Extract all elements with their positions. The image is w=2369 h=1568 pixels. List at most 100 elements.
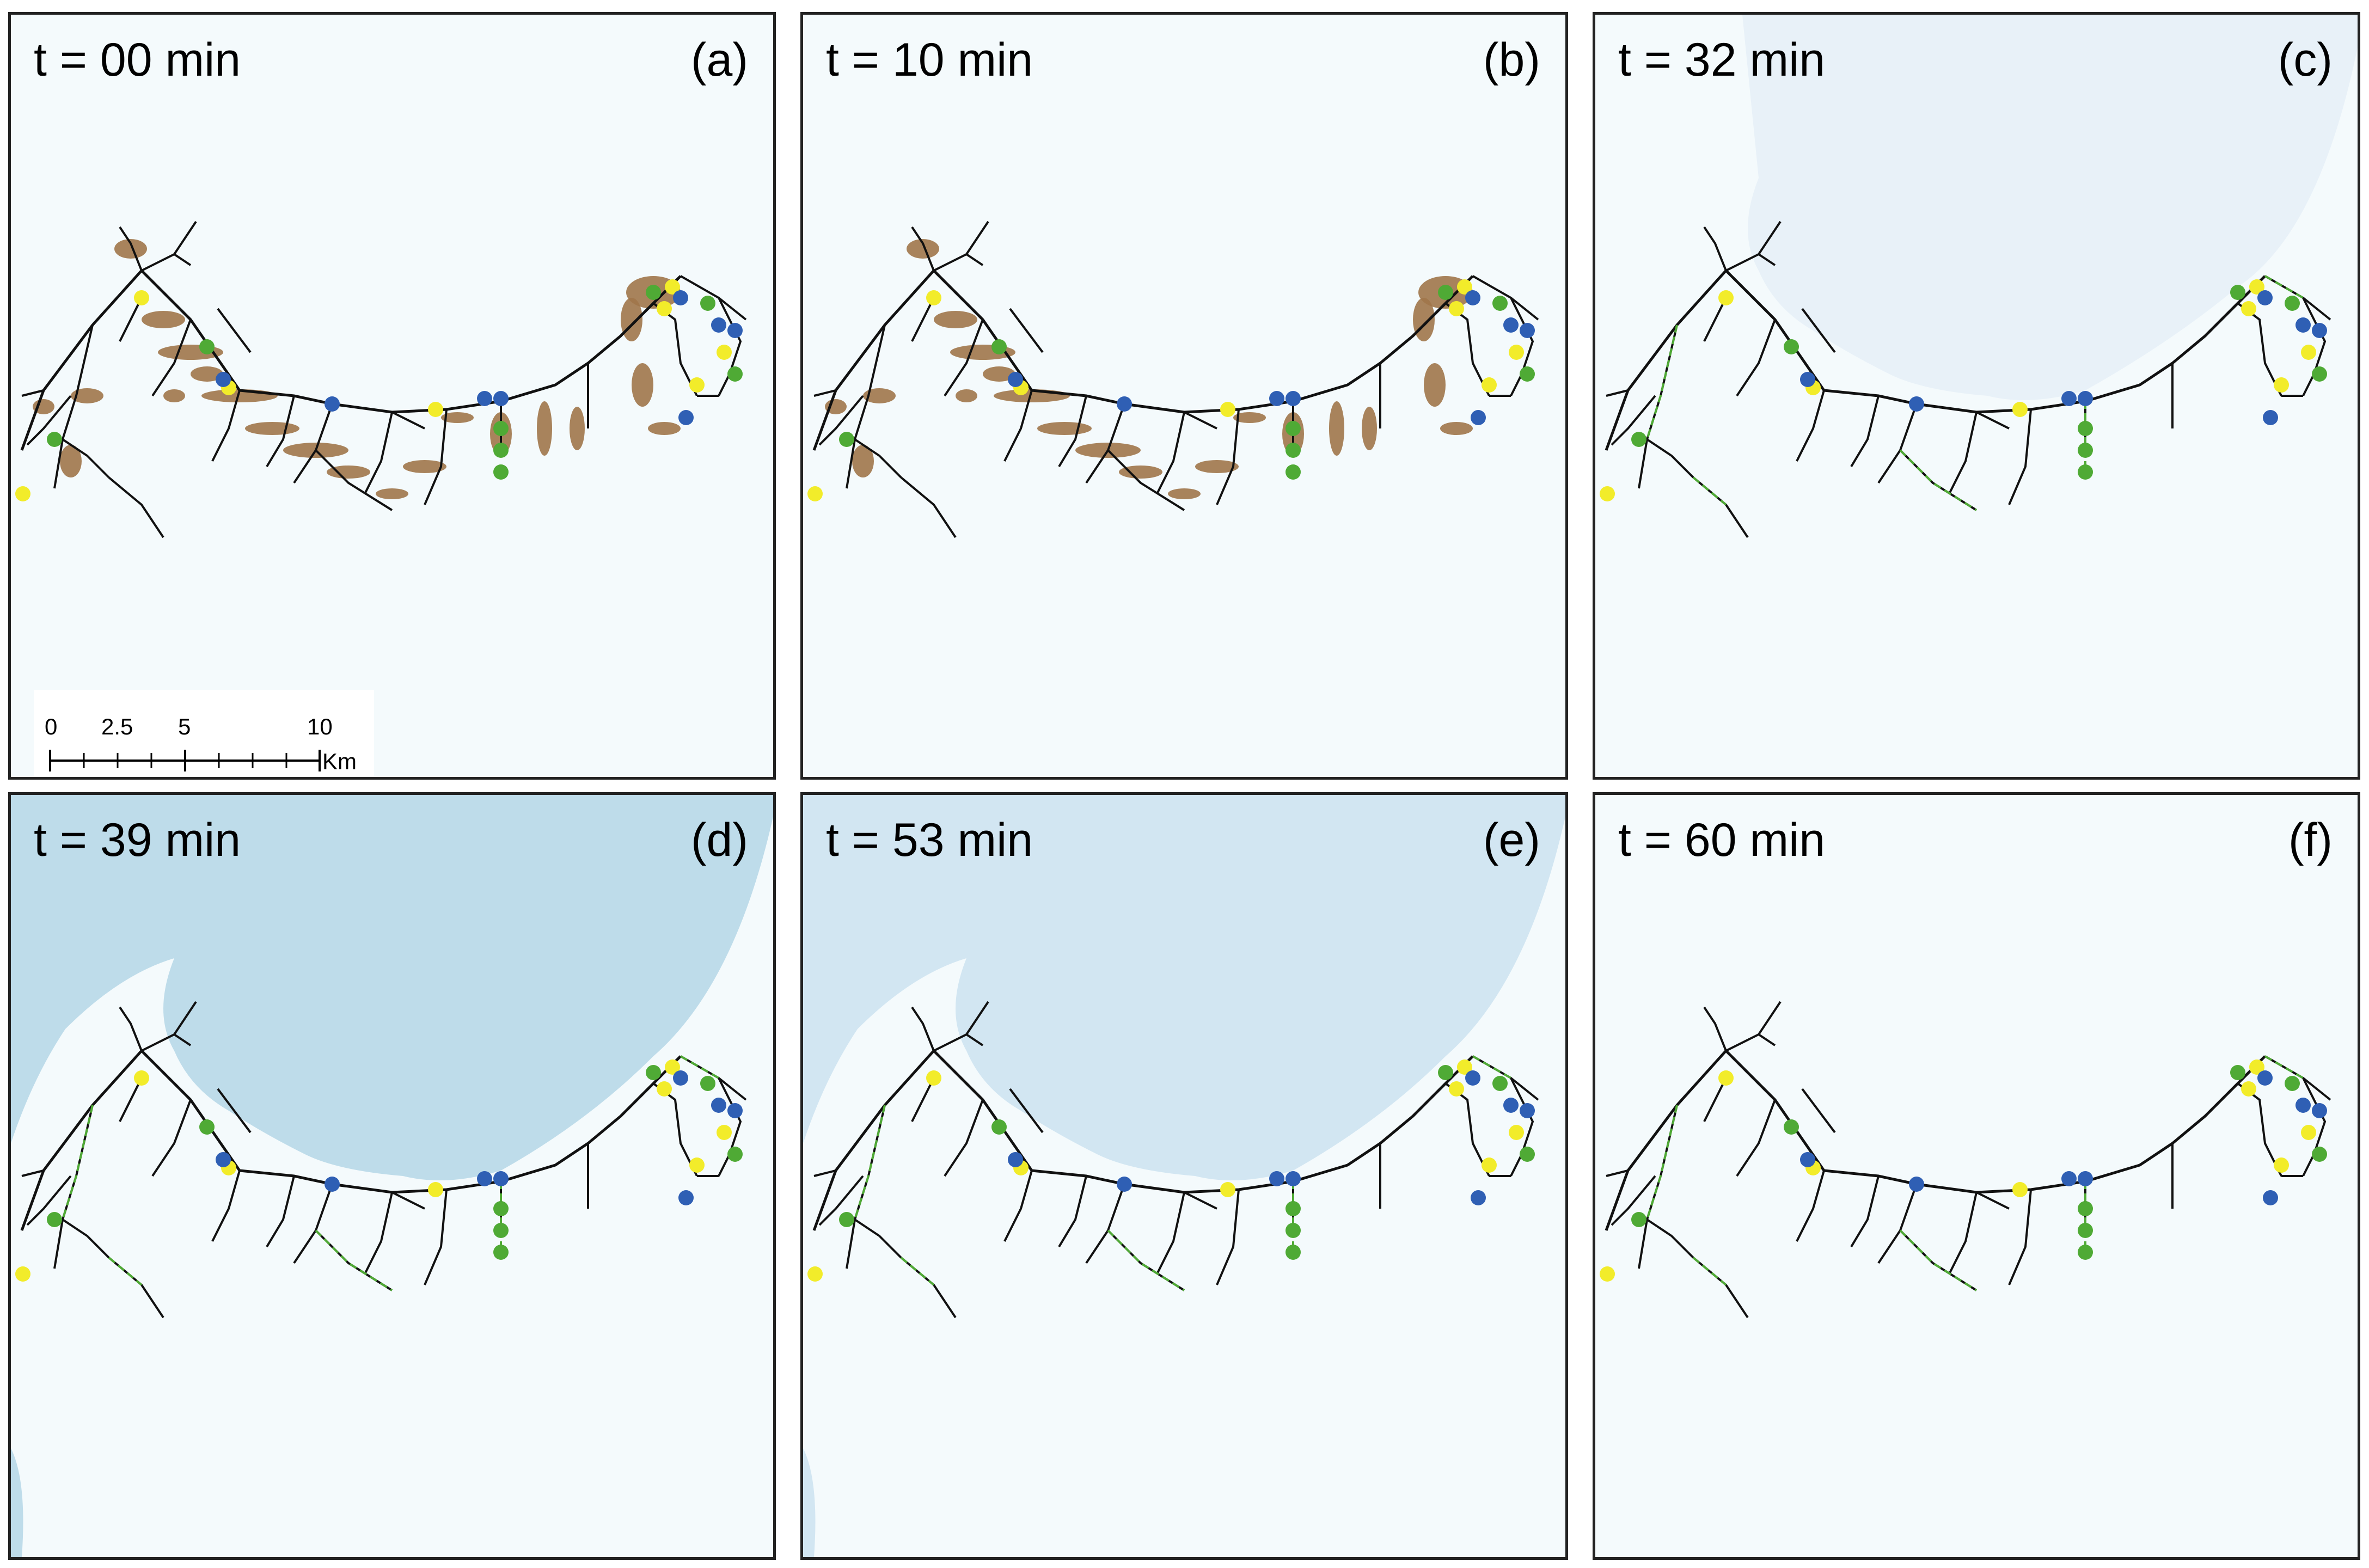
shelter-node-blue <box>2257 1070 2273 1086</box>
road-segment <box>1184 1191 1217 1210</box>
panel-letter: (c) <box>2278 34 2333 86</box>
road-segment <box>944 1099 984 1177</box>
evacuation-route <box>1107 1229 1185 1291</box>
scale-tick-2-5: 2.5 <box>101 714 133 739</box>
shelter-node-green <box>839 432 854 447</box>
map-svg <box>1600 1001 2331 1319</box>
shelter-node-green <box>2230 1065 2245 1080</box>
time-label: t = 60 min <box>1618 814 1826 866</box>
road-segment <box>911 297 935 342</box>
road-segment <box>1850 1175 1880 1248</box>
shelter-node-green <box>493 421 509 436</box>
panel-letter: (b) <box>1483 34 1540 86</box>
building-cluster <box>245 422 299 435</box>
building-cluster <box>1168 488 1201 499</box>
road-segment <box>1692 476 1749 538</box>
shelter-node-blue <box>1909 396 1924 412</box>
evacuation-route <box>1692 476 1727 506</box>
scale-tick-5: 5 <box>178 714 191 739</box>
shelter-node-yellow <box>1457 1059 1472 1075</box>
shelter-node-yellow <box>15 486 30 501</box>
shelter-node-green <box>646 285 661 300</box>
shelter-node-blue <box>711 317 726 333</box>
road-segment <box>1606 1169 1629 1177</box>
shelter-node-blue <box>1520 1103 1535 1118</box>
road-segment <box>26 395 72 446</box>
building-cluster <box>1440 422 1473 435</box>
road-segment <box>119 1006 143 1051</box>
shelter-node-yellow <box>1220 402 1235 417</box>
shelter-node-blue <box>1285 1171 1301 1186</box>
shelter-node-green <box>1784 1119 1799 1135</box>
evacuation-route <box>1646 324 1678 440</box>
building-cluster <box>632 363 653 407</box>
road-segment <box>62 438 110 479</box>
shelter-node-green <box>493 1245 509 1260</box>
shelter-node-blue <box>2312 323 2327 338</box>
building-cluster <box>983 366 1015 382</box>
road-segment <box>944 319 984 397</box>
road-segment <box>1948 1192 1978 1275</box>
shelter-node-green <box>1492 1076 1508 1091</box>
road-segment <box>151 319 192 397</box>
shelter-node-blue <box>1800 372 1815 387</box>
road-segment <box>1976 411 2010 430</box>
evacuation-route <box>1692 1257 1727 1286</box>
building-cluster <box>907 239 939 259</box>
shelter-node-blue <box>1465 290 1480 305</box>
road-segment <box>1216 409 1240 505</box>
shelter-node-blue <box>1008 372 1023 387</box>
shelter-node-blue <box>2061 1171 2077 1186</box>
shelter-node-yellow <box>807 486 823 501</box>
shelter-node-yellow <box>1220 1182 1235 1197</box>
road-segment <box>1646 438 1694 479</box>
shelter-node-blue <box>493 1171 509 1186</box>
shelter-node-green <box>646 1065 661 1080</box>
shelter-node-blue <box>711 1098 726 1113</box>
road-segment <box>900 476 957 538</box>
scale-tick-0: 0 <box>45 714 58 739</box>
building-cluster <box>1119 465 1162 479</box>
shelter-node-green <box>2312 1147 2327 1162</box>
road-segment <box>108 476 164 538</box>
shelter-node-blue <box>477 391 492 406</box>
shelter-node-yellow <box>1457 279 1472 295</box>
road-segment <box>818 395 864 446</box>
shelter-node-blue <box>1503 317 1519 333</box>
shelter-node-blue <box>1503 1098 1519 1113</box>
shelter-node-blue <box>493 391 509 406</box>
road-segment <box>1850 395 1880 468</box>
shelter-node-green <box>1438 285 1453 300</box>
shelter-node-blue <box>216 372 231 387</box>
shelter-node-yellow <box>657 1081 672 1097</box>
shelter-node-yellow <box>428 402 443 417</box>
shelter-node-blue <box>1471 1190 1486 1205</box>
shelter-node-yellow <box>1449 301 1464 316</box>
road-segment <box>2302 1077 2331 1101</box>
shelter-node-yellow <box>665 1059 680 1075</box>
shelter-node-blue <box>2257 290 2273 305</box>
road-segment <box>364 1192 393 1275</box>
shelter-node-green <box>199 339 215 354</box>
panel-letter: (d) <box>690 814 748 866</box>
road-segment <box>315 449 393 511</box>
road-segment <box>266 1175 295 1248</box>
evacuation-route <box>1899 1229 1978 1291</box>
shelter-node-green <box>199 1119 215 1135</box>
shelter-node-yellow <box>134 290 149 305</box>
shelter-node-yellow <box>1482 1157 1497 1173</box>
map-panel-b: t = 10 min (b) <box>800 12 1568 780</box>
shelter-node-yellow <box>134 1070 149 1086</box>
road-segment <box>813 389 836 397</box>
shelter-node-green <box>493 464 509 480</box>
panel-letter: (e) <box>1483 814 1540 866</box>
road-segment <box>293 1184 333 1264</box>
road-segment <box>911 1077 935 1122</box>
shelter-node-blue <box>1465 1070 1480 1086</box>
building-cluster <box>863 388 896 403</box>
road-segment <box>21 1169 44 1177</box>
shelter-node-yellow <box>2274 377 2289 393</box>
shelter-node-blue <box>2312 1103 2327 1118</box>
shelter-node-yellow <box>428 1182 443 1197</box>
shelter-node-blue <box>678 1190 694 1205</box>
